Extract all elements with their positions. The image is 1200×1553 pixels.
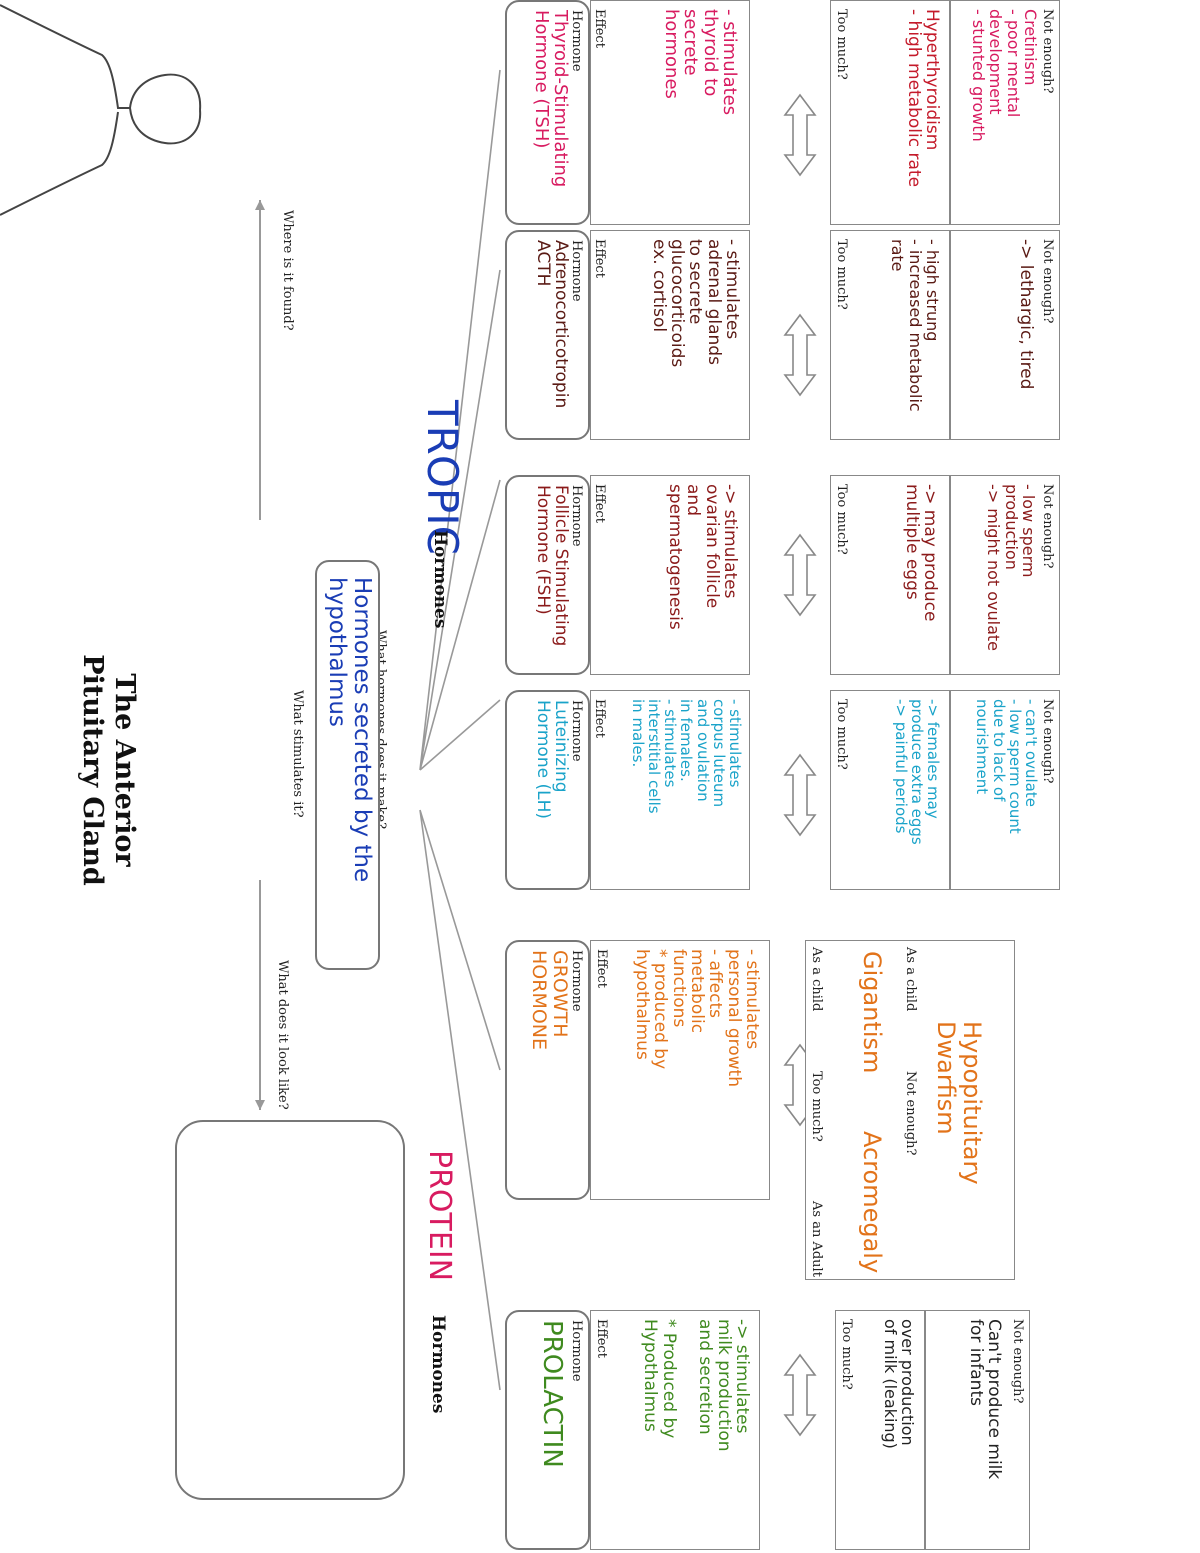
too-much-box-acth: Too much? - high strung - increased meta… (830, 230, 950, 440)
effect-text: - stimulates corpus luteum and ovulation… (628, 699, 744, 814)
hormone-name: PROLACTIN (537, 1320, 567, 1468)
tropic-branches (419, 69, 501, 1391)
hormone-label: Hormone (569, 10, 584, 72)
not-enough-label: Not enough? (903, 1071, 918, 1156)
effect-box-prolactin: Effect -> stimulates milk production and… (590, 1310, 760, 1550)
too-much-label: Too much? (834, 699, 849, 770)
not-enough-text: - low sperm production -> might not ovul… (984, 484, 1038, 652)
human-body-outline (0, 4, 202, 216)
too-much-adult-text: Acromegaly (858, 1131, 886, 1274)
not-enough-text: - can't ovulate - low sperm count due to… (973, 699, 1040, 834)
effect-text: - stimulates thyroid to secrete hormones (660, 9, 740, 116)
effect-label: Effect (592, 484, 607, 523)
not-enough-label: Not enough? (1040, 239, 1055, 324)
protein-label: PROTEIN (422, 1150, 457, 1282)
hormone-box-growth-hormone: Hormone GROWTH HORMONE (505, 940, 590, 1200)
too-much-box-fsh: Too much? -> may produce multiple eggs (830, 475, 950, 675)
effect-box-fsh: Effect -> stimulates ovarian follicle an… (590, 475, 750, 675)
effect-label: Effect (592, 9, 607, 48)
tropic-hormones-label: Hormones (430, 530, 450, 629)
hormone-box-acth: Hormone Adrenocorticotropin ACTH (505, 230, 590, 440)
as-child-label: As a child (903, 947, 918, 1012)
effect-box-lh: Effect - stimulates corpus luteum and ov… (590, 690, 750, 890)
not-enough-label: Not enough? (1040, 9, 1055, 94)
too-much-child-text: Gigantism (858, 951, 886, 1074)
question-where-found: Where is it found? (280, 210, 295, 331)
too-much-label: Too much? (839, 1319, 854, 1390)
too-much-label: Too much? (834, 484, 849, 555)
too-much-text: - high strung - increased metabolic rate (888, 239, 942, 412)
hormone-box-tsh: Hormone Thyroid-Stimulating Hormone (TSH… (505, 0, 590, 225)
effect-box-tsh: Effect - stimulates thyroid to secrete h… (590, 0, 750, 225)
hormone-box-fsh: Hormone Follicle Stimulating Hormone (FS… (505, 475, 590, 675)
question-look-like: What does it look like? (275, 960, 290, 1110)
not-enough-box-fsh: Not enough? - low sperm production -> mi… (950, 475, 1060, 675)
too-much-label: Too much? (834, 239, 849, 310)
effect-label: Effect (594, 949, 609, 988)
not-enough-box-acth: Not enough? -> lethargic, tired (950, 230, 1060, 440)
hormone-name: Luteinizing Hormone (LH) (532, 700, 571, 819)
gland-picture-box (175, 1120, 405, 1500)
too-much-text: -> females may produce extra eggs -> pai… (891, 699, 942, 845)
not-enough-child-text: Hypopituitary Dwarfism (932, 1021, 986, 1185)
hormone-label: Hormone (569, 240, 584, 302)
hormone-name: Adrenocorticotropin ACTH (532, 240, 571, 409)
not-enough-text: Can't produce milk for infants (965, 1319, 1004, 1480)
too-much-text: -> may produce multiple eggs (901, 484, 940, 622)
hormone-box-lh: Hormone Luteinizing Hormone (LH) (505, 690, 590, 890)
not-enough-box-prolactin: Not enough? Can't produce milk for infan… (925, 1310, 1030, 1550)
page-title: The Anterior Pituitary Gland (76, 654, 140, 886)
too-much-label: Too much? (834, 9, 849, 80)
as-adult-label: As an Adult (809, 1201, 824, 1277)
hormone-label: Hormone (569, 700, 584, 762)
effect-text: -> stimulates ovarian follicle and sperm… (664, 484, 740, 630)
effect-box-growth-hormone: Effect - stimulates personal growth - af… (590, 940, 770, 1200)
effect-text: - stimulates adrenal glands to secrete g… (648, 239, 742, 368)
too-much-text: over production of milk (leaking) (880, 1319, 917, 1449)
effect-box-acth: Effect - stimulates adrenal glands to se… (590, 230, 750, 440)
effect-label: Effect (592, 699, 607, 738)
hormone-name: GROWTH HORMONE (528, 950, 571, 1051)
stimulus-answer: Hormones secreted by the hypothalmus (324, 577, 375, 883)
as-child-label: As a child (809, 947, 824, 1012)
hormone-label: Hormone (569, 1320, 584, 1382)
not-enough-text: -> lethargic, tired (1016, 239, 1036, 390)
too-much-box-lh: Too much? -> females may produce extra e… (830, 690, 950, 890)
hormone-name: Thyroid-Stimulating Hormone (TSH) (530, 10, 571, 188)
stimulus-box: Hormones secreted by the hypothalmus (315, 560, 380, 970)
hormone-label: Hormone (569, 950, 584, 1012)
not-enough-label: Not enough? (1040, 699, 1055, 784)
effect-text: -> stimulates milk production and secret… (640, 1319, 752, 1452)
effect-text: - stimulates personal growth - affects m… (631, 949, 762, 1087)
question-what-stimulates: What stimulates it? (290, 690, 305, 818)
not-enough-label: Not enough? (1040, 484, 1055, 569)
hormone-label: Hormone (569, 485, 584, 547)
too-much-label: Too much? (809, 1071, 824, 1142)
too-much-box-prolactin: Too much? over production of milk (leaki… (835, 1310, 925, 1550)
not-enough-text: Cretinism - poor mental development - st… (969, 9, 1040, 142)
too-much-box-tsh: Too much? Hyperthyroidism - high metabol… (830, 0, 950, 225)
not-enough-box-tsh: Not enough? Cretinism - poor mental deve… (950, 0, 1060, 225)
hormone-box-prolactin: Hormone PROLACTIN (505, 1310, 590, 1550)
protein-hormones-label: Hormones (428, 1315, 448, 1414)
not-enough-label: Not enough? (1010, 1319, 1025, 1404)
not-enough-box-lh: Not enough? - can't ovulate - low sperm … (950, 690, 1060, 890)
effect-label: Effect (592, 239, 607, 278)
effect-label: Effect (594, 1319, 609, 1358)
hormone-name: Follicle Stimulating Hormone (FSH) (532, 485, 571, 647)
row-arrows (783, 93, 817, 1437)
growth-hormone-outcomes: As a child As an Adult Too much? Not eno… (805, 940, 1015, 1280)
too-much-text: Hyperthyroidism - high metabolic rate (903, 9, 942, 188)
